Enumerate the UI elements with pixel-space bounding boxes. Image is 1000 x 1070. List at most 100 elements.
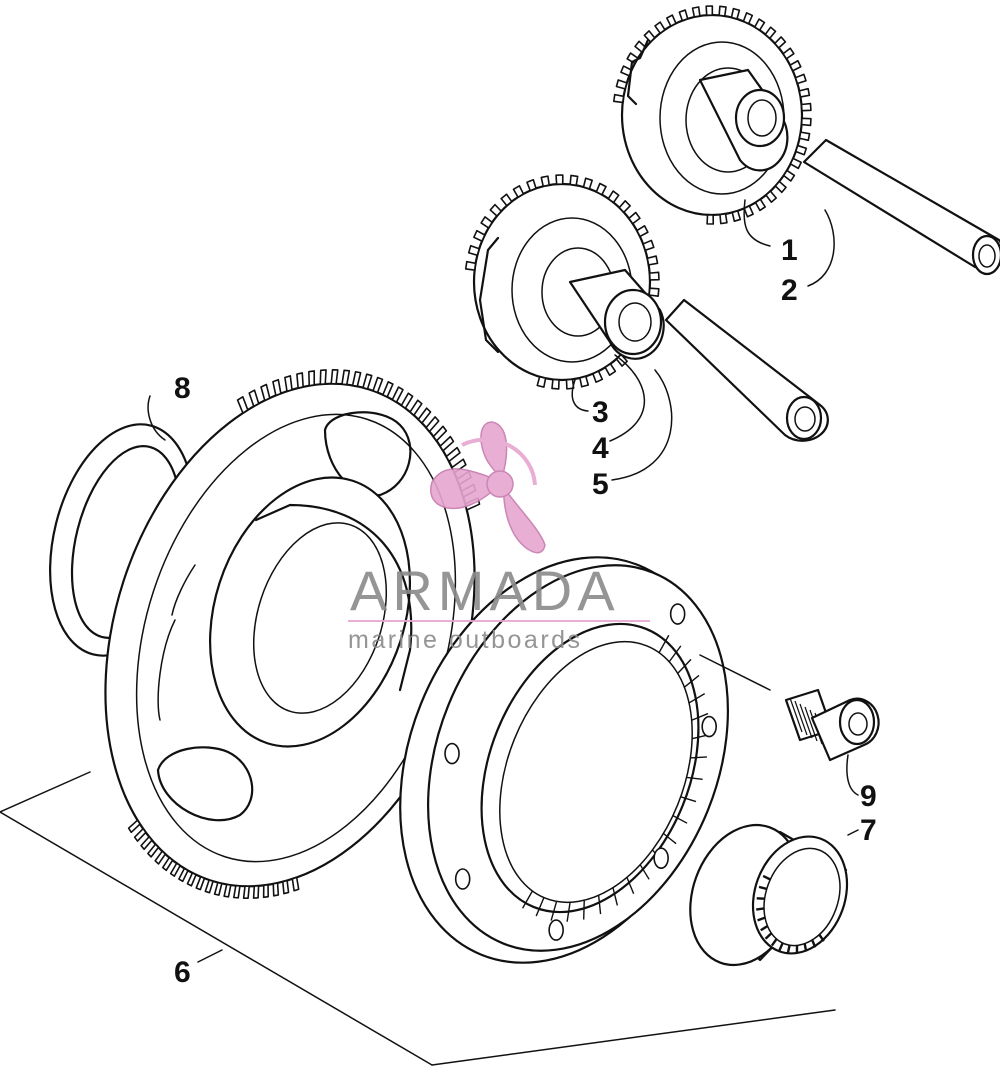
- gear-tooth: [774, 36, 787, 49]
- gear-tooth: [795, 144, 808, 156]
- gear-tooth: [705, 5, 714, 16]
- gear-tooth: [262, 883, 269, 899]
- gear-tooth: [140, 835, 153, 851]
- bolt-thread: [789, 697, 803, 733]
- gear-tooth: [272, 378, 282, 397]
- upper-shaft: [802, 138, 1000, 276]
- gear-tooth: [595, 182, 607, 196]
- callout-labels: 1 2 3 4 5 6 7 8 9: [174, 234, 877, 989]
- gear-tooth: [678, 9, 689, 22]
- gear-tooth: [592, 370, 604, 383]
- gear-tooth: [417, 407, 432, 424]
- gear-tooth: [291, 876, 300, 892]
- watermark-title: ARMADA: [350, 559, 620, 622]
- gear-tooth: [445, 446, 461, 463]
- gear-tooth: [719, 213, 728, 225]
- clutch-roller: [612, 887, 619, 906]
- bolt-thread: [794, 700, 808, 736]
- gear-tooth: [618, 200, 631, 214]
- bolt-thread: [799, 703, 813, 739]
- gear-tooth: [646, 255, 659, 266]
- gear-tooth: [409, 399, 423, 417]
- gear-tooth: [169, 862, 181, 877]
- gear-tooth: [248, 389, 260, 408]
- gear-tooth: [213, 881, 223, 896]
- gear-tooth: [764, 26, 777, 40]
- gear-tooth: [753, 18, 766, 31]
- gear-tooth: [536, 375, 547, 388]
- watermark: ARMADA marine outboards: [348, 421, 650, 654]
- bearing-needle: [756, 907, 765, 911]
- gear-tooth: [628, 211, 641, 225]
- gear-tooth: [706, 214, 715, 225]
- callout-8: 8: [174, 372, 191, 405]
- clutch-roller: [566, 902, 571, 922]
- assembly-bracket: [0, 771, 836, 1066]
- watermark-subtitle: marine outboards: [348, 626, 583, 654]
- gear-tooth: [798, 131, 811, 142]
- gear-tooth: [742, 12, 754, 25]
- gear-tooth: [800, 117, 812, 127]
- gear-tooth: [308, 370, 316, 387]
- gear-tooth: [555, 174, 564, 185]
- bolt-hole: [444, 742, 460, 765]
- upper-gear: [612, 5, 812, 225]
- gear-tooth: [782, 47, 795, 60]
- gear-tooth: [391, 386, 404, 403]
- bolt-thread: [804, 706, 818, 742]
- gear-tooth: [636, 224, 649, 238]
- gear-tooth: [204, 879, 214, 894]
- bearing-needle: [758, 885, 768, 891]
- gear-tooth: [284, 375, 293, 393]
- gear-tooth: [341, 369, 351, 386]
- gear-tooth: [439, 435, 455, 452]
- callout-6: 6: [174, 956, 191, 989]
- gear-tooth: [296, 372, 304, 389]
- gear-tooth: [127, 819, 141, 834]
- gear-tooth: [473, 229, 486, 242]
- gear-tooth: [789, 157, 802, 170]
- bearing-needle: [770, 938, 778, 947]
- gear-tooth: [432, 425, 448, 442]
- gear-tooth: [800, 102, 812, 112]
- callout-4: 4: [592, 432, 609, 465]
- clutch-roller: [663, 832, 677, 845]
- gear-tooth: [242, 885, 250, 900]
- gear-tooth: [382, 381, 394, 398]
- gear-tooth: [665, 14, 677, 27]
- gear-tooth: [330, 369, 339, 385]
- callout-3: 3: [592, 396, 609, 429]
- middle-shaft: [664, 298, 829, 442]
- gear-tooth: [718, 5, 727, 17]
- clutch-roller: [680, 796, 697, 803]
- gear-tooth: [425, 416, 440, 433]
- bearing-needle: [760, 925, 769, 932]
- gear-tooth: [540, 175, 551, 188]
- gear-tooth: [195, 875, 206, 891]
- clutch-roller: [686, 776, 703, 781]
- clutch-roller: [672, 815, 688, 824]
- bolt-hole: [548, 919, 564, 941]
- gear-tooth: [648, 271, 660, 281]
- bolt-hole: [701, 715, 717, 738]
- clutch-roller: [550, 901, 558, 921]
- clutch-roller: [535, 897, 545, 917]
- gear-tooth: [582, 177, 593, 190]
- callout-2: 2: [781, 274, 798, 307]
- gear-tooth: [642, 239, 655, 252]
- gear-tooth: [480, 216, 493, 229]
- leader-lines: [147, 199, 859, 963]
- bolt-hole: [454, 868, 471, 890]
- middle-gear: [464, 174, 665, 390]
- bearing-needle: [818, 933, 825, 942]
- gear-tooth: [186, 872, 197, 887]
- gear-tooth: [400, 392, 414, 410]
- gear-tooth: [236, 396, 249, 414]
- bolt: [784, 688, 880, 762]
- clutch-roller: [668, 645, 682, 663]
- gear-tooth: [272, 882, 280, 897]
- gear-tooth: [774, 180, 787, 194]
- bearing-needle: [778, 942, 784, 951]
- bearing-needle: [811, 939, 817, 948]
